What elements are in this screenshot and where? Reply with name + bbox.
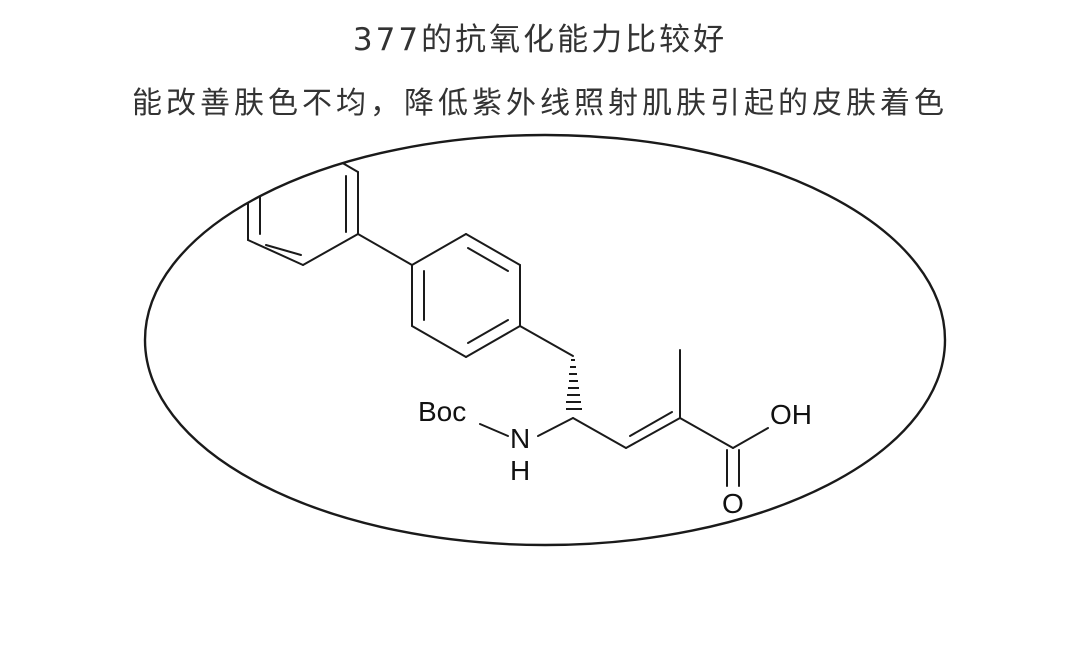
oxygen-label: O: [722, 488, 744, 519]
c-carboxyl-bond: [679, 417, 734, 449]
hydroxyl-label: OH: [770, 399, 812, 430]
boc-n-bond: [479, 423, 509, 437]
caption-line-2: 能改善肤色不均，降低紫外线照射肌肤引起的皮肤着色: [132, 86, 948, 121]
biaryl-bond: [357, 233, 413, 266]
boc-label: Boc: [418, 396, 466, 427]
highlight-ellipse: [143, 133, 947, 547]
nitrogen-label: N: [510, 423, 530, 454]
central-phenyl-ring: [411, 233, 521, 358]
carbonyl-double-bond: [726, 449, 740, 487]
alkene-double-bond: [625, 411, 681, 449]
c-c-bond: [572, 417, 627, 449]
terminal-phenyl-ring: [247, 139, 359, 266]
hashed-wedge-bond: [566, 359, 582, 410]
methylene-bond: [519, 325, 574, 357]
hydrogen-label: H: [510, 455, 530, 486]
c-oh-bond: [732, 427, 769, 449]
c-n-bond: [537, 417, 574, 437]
caption-line-1: 377的抗氧化能力比较好: [352, 22, 728, 58]
